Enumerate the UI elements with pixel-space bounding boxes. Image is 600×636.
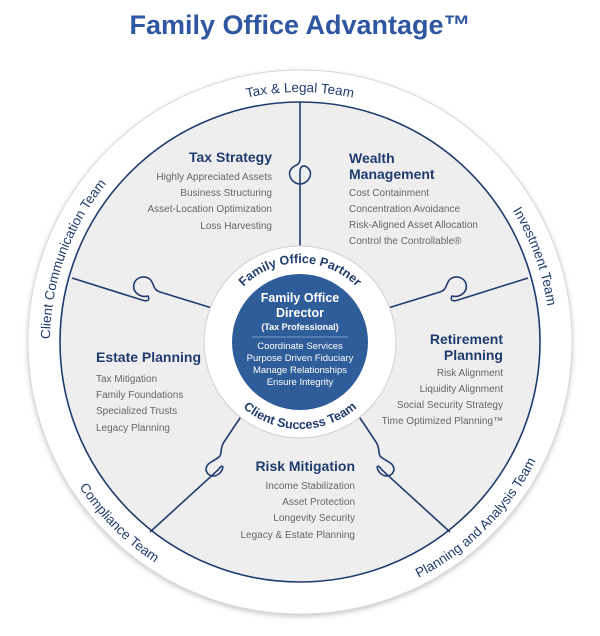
risk-mitigation-item: Asset Protection bbox=[282, 497, 355, 508]
estate-planning-item: Legacy Planning bbox=[96, 423, 170, 434]
tax-strategy-item: Loss Harvesting bbox=[200, 221, 272, 232]
center-item: Purpose Driven Fiduciary bbox=[247, 353, 354, 364]
estate-planning-title: Estate Planning bbox=[96, 349, 201, 365]
director-title-line2: Director bbox=[276, 306, 324, 320]
section-tax-strategy: Tax Strategy Highly Appreciated Assets B… bbox=[147, 149, 272, 232]
page-title: Family Office Advantage™ bbox=[129, 10, 471, 40]
wealth-management-item: Cost Containment bbox=[349, 188, 429, 199]
retirement-planning-item: Liquidity Alignment bbox=[420, 384, 504, 395]
divider-left bbox=[71, 276, 213, 309]
center-disk bbox=[232, 274, 368, 410]
wealth-management-title-line1: Wealth bbox=[349, 150, 395, 166]
center-item: Ensure Integrity bbox=[267, 377, 334, 388]
puzzle-dividers bbox=[71, 102, 529, 533]
divider-right bbox=[387, 276, 529, 309]
tax-legal-team-label: Tax & Legal Team bbox=[244, 80, 355, 101]
retirement-planning-title-line1: Retirement bbox=[430, 331, 503, 347]
risk-mitigation-title: Risk Mitigation bbox=[255, 458, 355, 474]
divider-lower-right bbox=[355, 411, 451, 533]
divider-lower-left bbox=[149, 411, 245, 533]
estate-planning-item: Specialized Trusts bbox=[96, 406, 177, 417]
section-retirement-planning: Retirement Planning Risk Alignment Liqui… bbox=[382, 331, 504, 427]
retirement-planning-title-line2: Planning bbox=[444, 347, 503, 363]
section-estate-planning: Estate Planning Tax Mitigation Family Fo… bbox=[96, 349, 201, 434]
risk-mitigation-item: Longevity Security bbox=[273, 513, 355, 524]
tax-strategy-item: Asset-Location Optimization bbox=[147, 204, 272, 215]
tax-strategy-item: Highly Appreciated Assets bbox=[156, 172, 272, 183]
risk-mitigation-item: Legacy & Estate Planning bbox=[240, 530, 355, 541]
section-wealth-management: Wealth Management Cost Containment Conce… bbox=[349, 150, 478, 247]
section-risk-mitigation: Risk Mitigation Income Stabilization Ass… bbox=[240, 458, 355, 541]
tax-strategy-title: Tax Strategy bbox=[189, 149, 272, 165]
wealth-management-item: Concentration Avoidance bbox=[349, 204, 460, 215]
center-item: Manage Relationships bbox=[253, 365, 347, 376]
director-subtitle: (Tax Professional) bbox=[261, 322, 338, 332]
center-content: Family Office Director (Tax Professional… bbox=[247, 291, 354, 388]
retirement-planning-item: Social Security Strategy bbox=[397, 400, 503, 411]
risk-mitigation-item: Income Stabilization bbox=[266, 481, 356, 492]
wealth-management-title-line2: Management bbox=[349, 166, 435, 182]
wealth-management-item: Control the Controllable® bbox=[349, 236, 462, 247]
divider-top bbox=[288, 102, 312, 254]
director-title-line1: Family Office bbox=[261, 291, 340, 305]
center-item: Coordinate Services bbox=[257, 341, 343, 352]
estate-planning-item: Family Foundations bbox=[96, 390, 183, 401]
retirement-planning-item: Time Optimized Planning™ bbox=[382, 416, 503, 427]
estate-planning-item: Tax Mitigation bbox=[96, 374, 157, 385]
tax-strategy-item: Business Structuring bbox=[180, 188, 272, 199]
outer-ring-border bbox=[27, 69, 573, 615]
retirement-planning-item: Risk Alignment bbox=[437, 368, 503, 379]
wealth-management-item: Risk-Aligned Asset Allocation bbox=[349, 220, 478, 231]
